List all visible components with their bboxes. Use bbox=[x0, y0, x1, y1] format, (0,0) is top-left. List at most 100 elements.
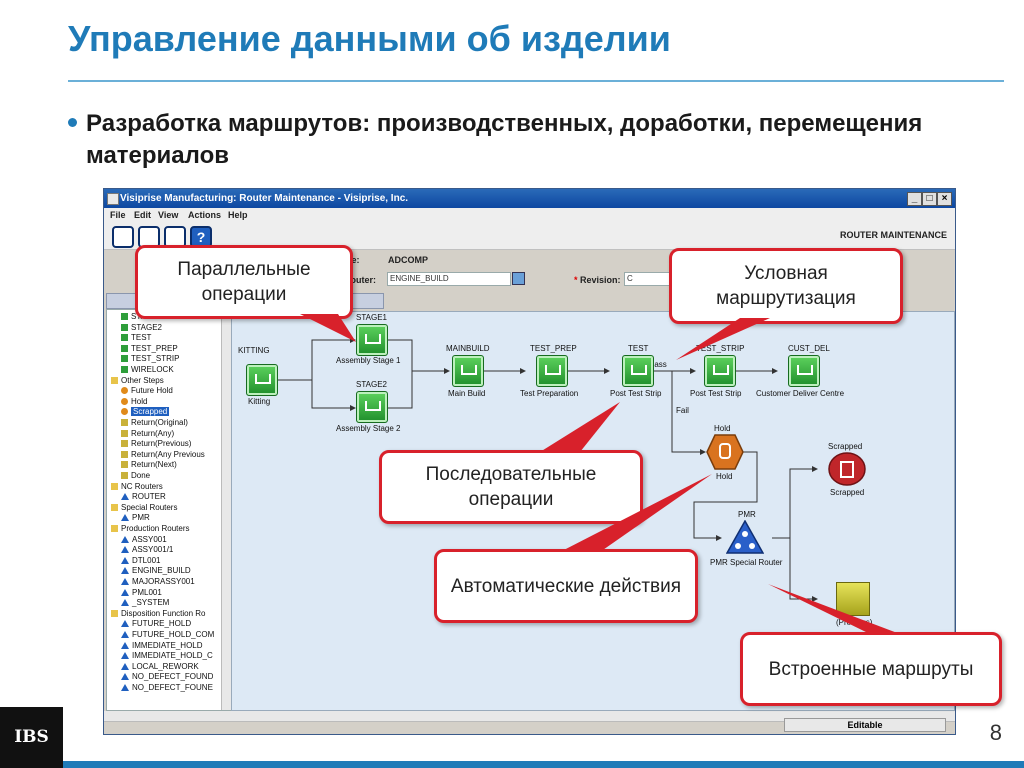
node-teststrip[interactable] bbox=[704, 355, 736, 387]
routing-edges bbox=[276, 337, 818, 602]
tree-item[interactable]: STAGE2 bbox=[121, 323, 162, 332]
tree-item[interactable]: Return(Next) bbox=[121, 460, 177, 469]
node-mainbuild-code: MAINBUILD bbox=[446, 344, 490, 353]
window-titlebar[interactable]: Visiprise Manufacturing: Router Maintena… bbox=[104, 189, 955, 208]
tree-item[interactable]: TEST bbox=[121, 333, 151, 342]
minimize-button[interactable]: _ bbox=[907, 192, 922, 206]
tree-item[interactable]: Return(Previous) bbox=[121, 439, 191, 448]
router-field[interactable]: ENGINE_BUILD bbox=[387, 272, 511, 286]
screen-title: ROUTER MAINTENANCE bbox=[840, 230, 947, 240]
tree-item[interactable]: ROUTER bbox=[121, 492, 166, 501]
tree-item[interactable]: TEST_STRIP bbox=[121, 354, 179, 363]
node-pmr-code: PMR bbox=[738, 510, 756, 519]
tree-item[interactable]: WIRELOCK bbox=[121, 365, 174, 374]
tree-item[interactable]: Return(Any) bbox=[121, 429, 174, 438]
router-icon bbox=[121, 641, 129, 649]
hold-hand-icon[interactable] bbox=[706, 434, 744, 470]
tree-item[interactable]: Disposition Function Ro bbox=[111, 609, 205, 618]
node-scrapped-desc: Scrapped bbox=[830, 488, 865, 497]
tree-item-label: DTL001 bbox=[132, 555, 161, 565]
tree-item[interactable]: PMR bbox=[121, 513, 150, 522]
edge-stage2-mainbuild bbox=[384, 371, 413, 409]
site-value: ADCOMP bbox=[388, 255, 428, 265]
fail-label: Fail bbox=[676, 406, 689, 415]
tree-item[interactable]: IMMEDIATE_HOLD bbox=[121, 641, 203, 650]
menu-edit[interactable]: Edit bbox=[134, 210, 151, 220]
tree-scrollbar[interactable] bbox=[221, 310, 231, 710]
tree-item-label: Scrapped bbox=[131, 407, 170, 417]
tree-item-label: MAJORASSY001 bbox=[132, 577, 195, 586]
footer-bar bbox=[63, 761, 1024, 768]
menu-actions[interactable]: Actions bbox=[188, 210, 222, 220]
tree-item[interactable]: Special Routers bbox=[111, 503, 177, 512]
tree-item[interactable]: Return(Any Previous bbox=[121, 450, 205, 459]
step-icon bbox=[121, 355, 128, 363]
menu-file[interactable]: File bbox=[110, 210, 126, 220]
node-testprep[interactable] bbox=[536, 355, 568, 387]
tree-item[interactable]: NC Routers bbox=[111, 482, 163, 491]
tree-item[interactable]: LOCAL_REWORK bbox=[121, 662, 199, 671]
tree-item[interactable]: PML001 bbox=[121, 588, 162, 597]
step-icon bbox=[121, 429, 128, 437]
tree-item[interactable]: Return(Original) bbox=[121, 418, 188, 427]
folder-icon bbox=[111, 482, 118, 490]
tree-item-label: NO_DEFECT_FOUNE bbox=[132, 683, 213, 692]
router-icon bbox=[121, 631, 129, 638]
node-test[interactable] bbox=[622, 355, 654, 387]
tree-item[interactable]: Other Steps bbox=[111, 376, 164, 385]
horizontal-scrollbar[interactable] bbox=[104, 711, 955, 722]
step-icon bbox=[121, 440, 128, 448]
maximize-button[interactable]: □ bbox=[922, 192, 937, 206]
tree-item[interactable]: ASSY001/1 bbox=[121, 545, 173, 554]
node-mainbuild[interactable] bbox=[452, 355, 484, 387]
save-icon[interactable] bbox=[112, 226, 134, 248]
tree-item[interactable]: Future Hold bbox=[121, 386, 173, 395]
pmr-router-icon[interactable] bbox=[726, 520, 764, 554]
tree-item[interactable]: FUTURE_HOLD_COM bbox=[121, 630, 214, 639]
folder-icon bbox=[111, 503, 118, 511]
folder-icon bbox=[111, 525, 118, 532]
tree-item[interactable]: DTL001 bbox=[121, 556, 160, 565]
menu-help[interactable]: Help bbox=[228, 210, 248, 220]
trash-icon[interactable] bbox=[828, 452, 866, 486]
tree-item-label: ASSY001/1 bbox=[132, 545, 174, 555]
node-kitting[interactable] bbox=[246, 364, 278, 396]
menu-view[interactable]: View bbox=[158, 210, 179, 220]
tree-item[interactable]: Done bbox=[121, 471, 150, 480]
node-custdel[interactable] bbox=[788, 355, 820, 387]
callout-sequential: Последовательные операции bbox=[379, 450, 643, 524]
node-stage1-code: STAGE1 bbox=[356, 313, 387, 322]
tree-item[interactable]: ENGINE_BUILD bbox=[121, 566, 191, 575]
tree-item-label: STAGE2 bbox=[131, 322, 162, 332]
tree-item[interactable]: Hold bbox=[121, 397, 147, 406]
tree-item[interactable]: IMMEDIATE_HOLD_C bbox=[121, 651, 213, 660]
tree-item[interactable]: MAJORASSY001 bbox=[121, 577, 195, 586]
callout-parallel: Параллельные операции bbox=[135, 245, 353, 319]
tree-item[interactable]: _SYSTEM bbox=[121, 598, 169, 607]
status-editable: Editable bbox=[784, 718, 946, 732]
tree-item[interactable]: NO_DEFECT_FOUND bbox=[121, 672, 213, 681]
router-icon bbox=[121, 620, 129, 628]
tree-item[interactable]: NO_DEFECT_FOUNE bbox=[121, 683, 213, 692]
router-browse-icon[interactable] bbox=[512, 272, 525, 285]
tree-item-label: NC Routers bbox=[121, 481, 163, 491]
node-stage1-desc: Assembly Stage 1 bbox=[336, 356, 401, 365]
step-icon bbox=[121, 408, 128, 416]
tree-item[interactable]: Production Routers bbox=[111, 524, 189, 533]
return-previous-icon[interactable] bbox=[836, 582, 870, 616]
node-stage2[interactable] bbox=[356, 391, 388, 423]
tree-item[interactable]: ASSY001 bbox=[121, 535, 167, 544]
close-button[interactable]: × bbox=[937, 192, 952, 206]
tree-item-label: ENGINE_BUILD bbox=[132, 566, 191, 576]
node-stage1[interactable] bbox=[356, 324, 388, 356]
tree-item-label: Return(Next) bbox=[131, 460, 177, 470]
callout-conditional: Условная маршрутизация bbox=[669, 248, 903, 324]
tree-item[interactable]: FUTURE_HOLD bbox=[121, 619, 191, 628]
tree-item-label: NO_DEFECT_FOUND bbox=[132, 672, 214, 682]
tree-item[interactable]: Scrapped bbox=[121, 407, 170, 417]
tree-item[interactable]: TEST_PREP bbox=[121, 344, 178, 353]
step-icon bbox=[121, 450, 128, 458]
tree-item-label: ROUTER bbox=[132, 492, 166, 502]
router-tree: STAGE1STAGE2TESTTEST_PREPTEST_STRIPWIREL… bbox=[106, 309, 232, 711]
app-icon bbox=[107, 193, 119, 205]
